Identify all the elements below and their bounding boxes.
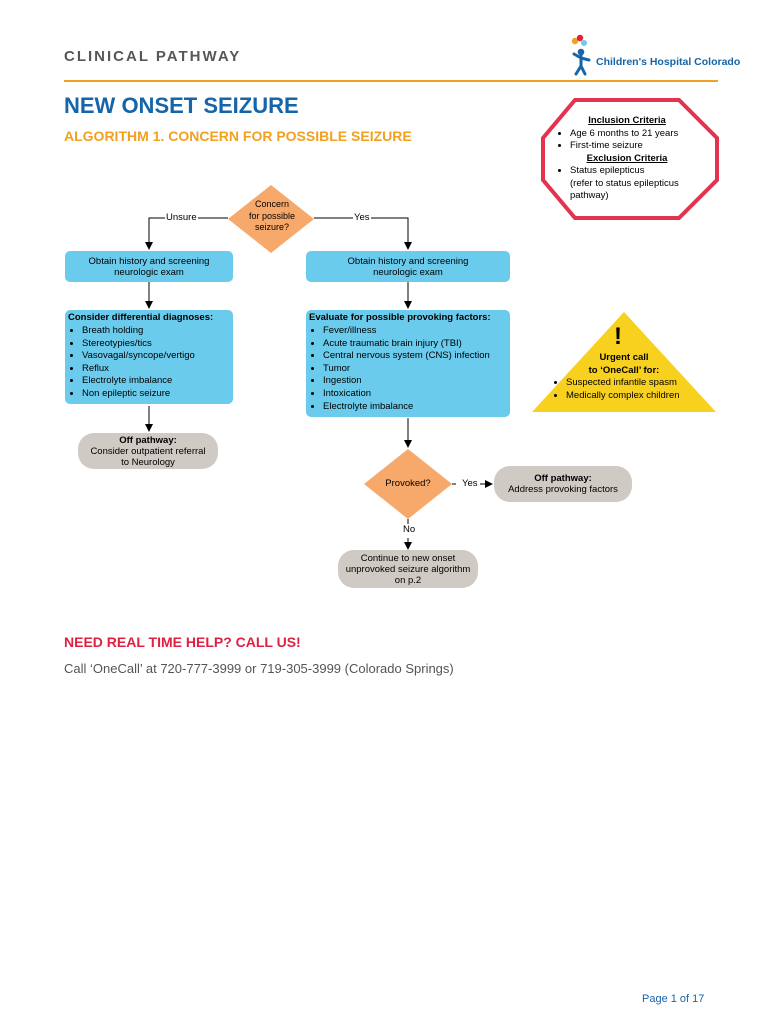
list-item: Stereotypies/tics <box>82 338 230 351</box>
list-item: Reflux <box>82 363 230 376</box>
concern-diamond <box>228 185 314 253</box>
off-pathway-referral-box: Off pathway: Consider outpatient referra… <box>78 433 218 469</box>
list-item: Breath holding <box>82 325 230 338</box>
list-item: Age 6 months to 21 years <box>570 128 706 141</box>
page-number: Page 1 of 17 <box>642 993 705 1005</box>
list-item: Acute traumatic brain injury (TBI) <box>323 338 507 351</box>
arrow-unsure <box>145 217 228 250</box>
continue-algorithm-box: Continue to new onset unprovoked seizure… <box>338 550 478 588</box>
header-title: CLINICAL PATHWAY <box>64 48 242 65</box>
exclusion-note: pathway) <box>570 190 609 201</box>
provoked-diamond-text: Provoked? <box>385 478 431 489</box>
label-provoked-yes: Yes <box>461 478 479 489</box>
label-provoked-no: No <box>402 524 417 535</box>
list-item: Non epileptic seizure <box>82 388 230 401</box>
list-item: Electrolyte imbalance <box>82 375 230 388</box>
page-title: NEW ONSET SEIZURE <box>64 93 299 118</box>
list-item: Status epilepticus <box>570 165 706 178</box>
label-unsure: Unsure <box>165 212 198 223</box>
provoking-factors-box: Evaluate for possible provoking factors:… <box>306 310 510 417</box>
label-yes: Yes <box>353 212 371 223</box>
exclusion-note: (refer to status epilepticus <box>570 177 679 189</box>
list-item: Ingestion <box>323 375 507 388</box>
help-title: NEED REAL TIME HELP? CALL US! <box>64 634 301 650</box>
history-box-right: Obtain history and screening neurologic … <box>306 251 510 282</box>
hospital-logo <box>571 34 591 76</box>
help-text: Call ‘OneCall’ at 720-777-3999 or 719-30… <box>64 661 454 676</box>
inclusion-heading: Inclusion Criteria <box>588 115 666 126</box>
list-item: Electrolyte imbalance <box>323 401 507 414</box>
off-pathway-provoking-box: Off pathway: Address provoking factors <box>494 466 632 502</box>
differential-heading: Consider differential diagnoses: <box>68 312 214 323</box>
criteria-text: Inclusion Criteria Age 6 months to 21 ye… <box>548 115 706 203</box>
list-item: Tumor <box>323 363 507 376</box>
list-item: Central nervous system (CNS) infection <box>323 350 507 363</box>
provoking-heading: Evaluate for possible provoking factors: <box>309 312 491 323</box>
algorithm-title: ALGORITHM 1. CONCERN FOR POSSIBLE SEIZUR… <box>64 128 412 144</box>
list-item: Suspected infantile spasm <box>566 377 698 390</box>
criteria-octagon <box>541 98 719 220</box>
concern-diamond-text: Concern for possible seizure? <box>248 199 296 232</box>
warning-triangle <box>532 312 716 412</box>
list-item: First-time seizure <box>570 140 706 153</box>
history-box-left: Obtain history and screening neurologic … <box>65 251 233 282</box>
arrow-yes <box>314 217 412 250</box>
list-item: Fever/illness <box>323 325 507 338</box>
list-item: Medically complex children <box>566 390 698 403</box>
exclusion-heading: Exclusion Criteria <box>586 152 668 164</box>
differential-diagnoses-box: Consider differential diagnoses: Breath … <box>65 310 233 404</box>
exclamation-icon: ! <box>614 323 622 350</box>
header-divider <box>64 80 718 82</box>
logo-text: Children's Hospital Colorado <box>596 56 741 68</box>
urgent-call-text: Urgent call to ‘OneCall’ for: Suspected … <box>550 352 698 402</box>
provoked-diamond <box>364 449 452 519</box>
list-item: Intoxication <box>323 388 507 401</box>
list-item: Vasovagal/syncope/vertigo <box>82 350 230 363</box>
